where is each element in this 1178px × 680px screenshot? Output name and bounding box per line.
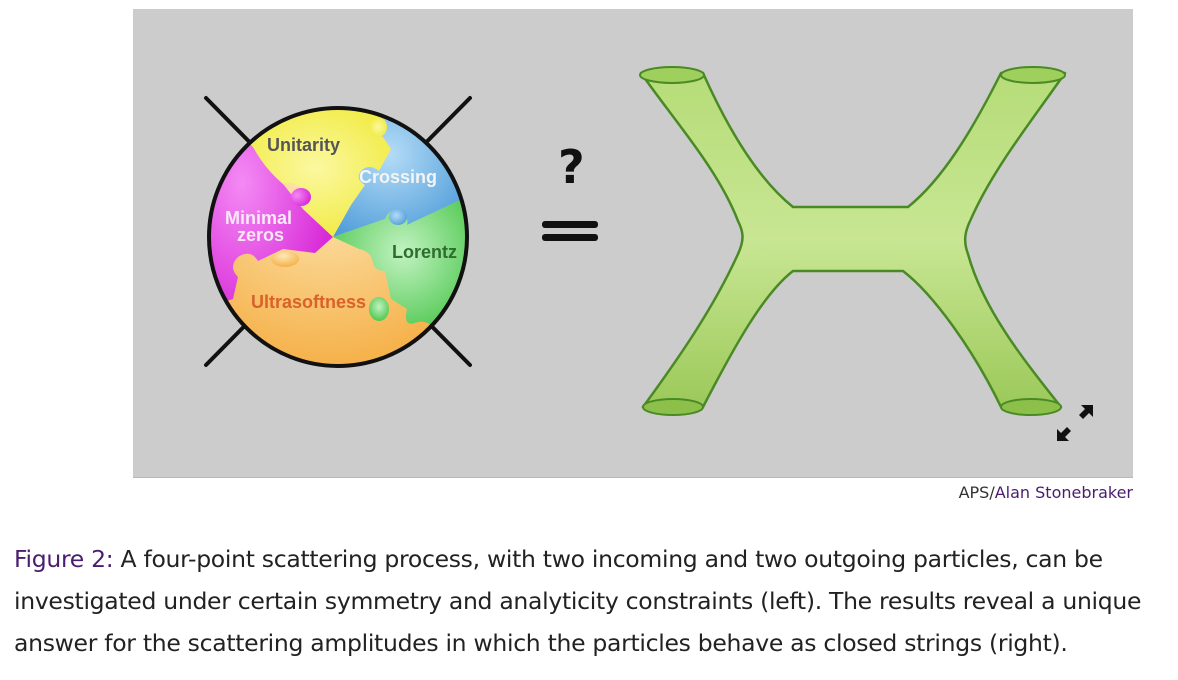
- figure-image: Unitarity Crossing Minimal zeros Lorentz…: [133, 9, 1133, 478]
- credit-author-link[interactable]: Alan Stonebraker: [994, 483, 1133, 502]
- caption-text: A four-point scattering process, with tw…: [14, 545, 1142, 657]
- puzzle-outline: [207, 106, 469, 368]
- label-minimal: Minimal: [225, 208, 292, 228]
- puzzle-piece-unitarity: [231, 108, 401, 237]
- closed-string-diagram: [639, 66, 1067, 416]
- label-unitarity: Unitarity: [267, 135, 340, 155]
- figure-label: Figure 2:: [14, 545, 114, 573]
- credit-org: APS: [958, 483, 990, 502]
- figure-caption: Figure 2: A four-point scattering proces…: [14, 538, 1174, 664]
- figure-illustration: Unitarity Crossing Minimal zeros Lorentz…: [204, 66, 1067, 416]
- image-credit: APS/Alan Stonebraker: [959, 483, 1133, 502]
- puzzle-piece-lorentz: [333, 194, 467, 339]
- question-mark: ?: [558, 140, 585, 194]
- label-ultrasoftness: Ultrasoftness: [251, 292, 366, 312]
- expand-arrows-icon[interactable]: [1053, 401, 1097, 445]
- equals-sign: [542, 221, 598, 241]
- label-zeros: zeros: [237, 225, 284, 245]
- label-crossing: Crossing: [359, 167, 437, 187]
- credit-separator: /: [989, 483, 995, 502]
- label-lorentz: Lorentz: [392, 242, 457, 262]
